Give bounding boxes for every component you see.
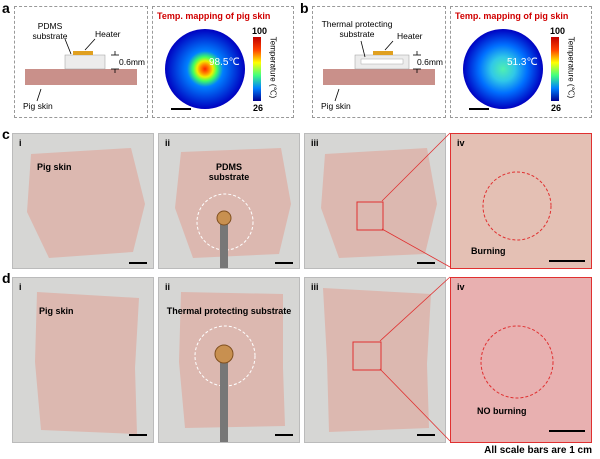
pig-skin-piece [179,292,285,428]
panel-b-thermal-box: Temp. mapping of pig skin 51.3℃ 100 26 T… [450,6,592,118]
panel-label-c: c [2,126,10,142]
photo-d-iii: iii [304,277,446,443]
heater-disk [214,344,234,364]
probe-stick [220,220,228,268]
scale-bar [549,260,585,262]
thermal-value-b: 51.3℃ [507,57,538,68]
panel-a-schematic [25,38,137,102]
photo-d-ii: ii Thermal protecting substrate [158,277,300,443]
thermal-disk-a [165,29,245,109]
scale-bar-note: All scale bars are 1 cm [484,445,592,456]
heater-label: Heater [397,31,423,41]
subpanel-label: ii [165,138,171,148]
thickness-label: 0.6mm [417,57,443,67]
pig-skin-label: Pig skin [37,162,72,172]
subpanel-label: iii [311,138,319,148]
photo-c-iv: iv Burning [450,133,592,269]
burn-area-circle [482,171,552,241]
colorbar-label-b: Temperature (℃) [566,36,576,99]
colorbar-min-b: 26 [551,103,562,113]
thickness-label: 0.6mm [119,57,145,67]
scale-bar [549,430,585,432]
burning-label: Burning [471,246,506,256]
thermal-map-title: Temp. mapping of pig skin [455,11,569,21]
pig-skin-piece [27,148,145,258]
colorbar-max-b: 100 [550,26,566,36]
panel-b-schematic-box: Thermal protecting substrate Heater 0.6m… [312,6,446,118]
subpanel-label: i [19,282,22,292]
scale-bar [129,434,147,436]
photo-c-i: i Pig skin [12,133,154,269]
scale-bar [275,434,293,436]
scale-bar-a [171,108,191,110]
subpanel-label: iv [457,138,465,148]
heater-shape [373,51,393,55]
subpanel-label: ii [165,282,171,292]
subpanel-label: i [19,138,22,148]
thermal-disk-b [463,29,543,109]
panel-label-b: b [300,0,309,16]
probe-stick [220,358,228,442]
photo-d-iv: iv NO burning [450,277,592,443]
subpanel-label: iii [311,282,319,292]
pig-skin-layer [25,69,137,85]
colorbar-label-a: Temperature (℃) [268,36,278,99]
heater-label: Heater [95,29,121,39]
pdms-substrate-label: PDMS substrate [208,162,250,182]
scale-bar-b [469,108,489,110]
pig-skin-piece [321,148,437,258]
thermal-map-a [165,29,261,110]
colorbar-max-a: 100 [252,26,268,36]
photo-c-iii: iii [304,133,446,269]
pig-skin-piece [175,148,291,258]
colorbar-min-a: 26 [253,103,264,113]
heater-disk [216,210,232,226]
pdms-substrate-shape [64,54,106,70]
pig-skin-label: Pig skin [39,306,74,316]
scale-bar [129,262,147,264]
zoom-box [352,341,382,371]
photo-c-ii: ii PDMS substrate [158,133,300,269]
pig-skin-label: Pig skin [321,101,351,111]
colorbar-b [551,37,559,101]
scale-bar [275,262,293,264]
panel-a-schematic-box: PDMS substrate Heater 0.6mm Pig skin [14,6,148,118]
subpanel-label: iv [457,282,465,292]
heater-shape [73,51,93,55]
pdms-substrate-label: PDMS substrate [32,21,68,41]
panel-label-a: a [2,0,10,16]
thermal-map-b [463,29,559,110]
colorbar-a [253,37,261,101]
pig-skin-piece [35,292,139,434]
protect-substrate-label: Thermal protecting substrate [321,19,393,39]
test-area-circle [480,325,554,399]
pig-skin-layer [323,69,435,85]
protect-substrate-label: Thermal protecting substrate [166,306,292,316]
no-burning-label: NO burning [477,406,527,416]
panel-b-schematic [323,40,435,102]
panel-a-thermal-box: Temp. mapping of pig skin 98.5℃ [152,6,294,118]
contact-area-circle [196,193,254,251]
pig-skin-piece [323,288,431,432]
thermal-map-title: Temp. mapping of pig skin [157,11,271,21]
scale-bar [417,434,435,436]
scale-bar [417,262,435,264]
pig-skin-label: Pig skin [23,101,53,111]
zoom-box [356,201,384,231]
panel-label-d: d [2,270,11,286]
photo-d-i: i Pig skin [12,277,154,443]
thermal-value-a: 98.5℃ [209,57,240,68]
